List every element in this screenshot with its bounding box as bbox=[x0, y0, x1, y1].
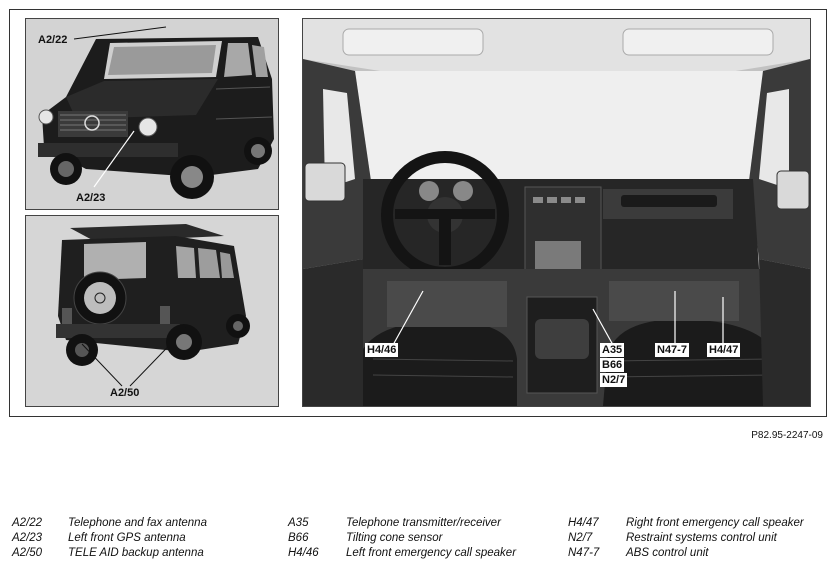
legend-code: A35 bbox=[288, 517, 309, 529]
callout-a2-23: A2/23 bbox=[76, 192, 106, 204]
callout-h4-46: H4/46 bbox=[365, 343, 399, 357]
legend-row: A35 Telephone transmitter/receiver bbox=[288, 516, 516, 531]
callout-a35: A35 bbox=[600, 343, 625, 357]
legend-row: N47-7 ABS control unit bbox=[568, 546, 804, 561]
legend-row: H4/46 Left front emergency call speaker bbox=[288, 546, 516, 561]
legend-desc: Telephone and fax antenna bbox=[68, 517, 207, 529]
legend-code: A2/22 bbox=[12, 517, 43, 529]
vehicle-front-view: A2/22 A2/23 bbox=[25, 18, 279, 210]
vehicle-interior-view: H4/46 A35 B66 N2/7 N47-7 H4/47 bbox=[302, 18, 811, 407]
callout-a2-50: A2/50 bbox=[110, 387, 140, 399]
legend-code: B66 bbox=[288, 532, 309, 544]
callout-n47-7: N47-7 bbox=[655, 343, 689, 357]
legend-desc: Left front emergency call speaker bbox=[346, 547, 517, 559]
legend-code: H4/47 bbox=[568, 517, 599, 529]
legend-code: H4/46 bbox=[288, 547, 319, 559]
legend-desc: Tilting cone sensor bbox=[346, 532, 443, 544]
callout-h4-47: H4/47 bbox=[707, 343, 741, 357]
legend-desc: Telephone transmitter/receiver bbox=[346, 517, 501, 529]
legend-desc: Right front emergency call speaker bbox=[626, 517, 804, 529]
legend-code: N2/7 bbox=[568, 532, 593, 544]
legend-row: H4/47 Right front emergency call speaker bbox=[568, 516, 804, 531]
legend-row: A2/22 Telephone and fax antenna bbox=[12, 516, 207, 531]
legend-column-2: A35 Telephone transmitter/receiver B66 Til… bbox=[288, 516, 516, 561]
legend-desc: ABS control unit bbox=[626, 547, 709, 559]
legend-code: N47-7 bbox=[568, 547, 600, 559]
legend-row: B66 Tilting cone sensor bbox=[288, 531, 516, 546]
legend-row: A2/50 TELE AID backup antenna bbox=[12, 546, 207, 561]
legend-column-1: A2/22 Telephone and fax antenna A2/23 Left… bbox=[12, 516, 207, 561]
callout-a2-22: A2/22 bbox=[38, 34, 68, 46]
legend-row: A2/23 Left front GPS antenna bbox=[12, 531, 207, 546]
callout-n2-7: N2/7 bbox=[600, 373, 628, 387]
legend-code: A2/50 bbox=[12, 547, 43, 559]
legend-row: N2/7 Restraint systems control unit bbox=[568, 531, 804, 546]
legend-code: A2/23 bbox=[12, 532, 43, 544]
callout-b66: B66 bbox=[600, 358, 625, 372]
vehicle-rear-view: A2/50 bbox=[25, 215, 279, 407]
figure-reference: P82.95-2247-09 bbox=[751, 430, 823, 441]
legend-desc: Left front GPS antenna bbox=[68, 532, 186, 544]
legend-desc: Restraint systems control unit bbox=[626, 532, 777, 544]
legend-desc: TELE AID backup antenna bbox=[68, 547, 204, 559]
